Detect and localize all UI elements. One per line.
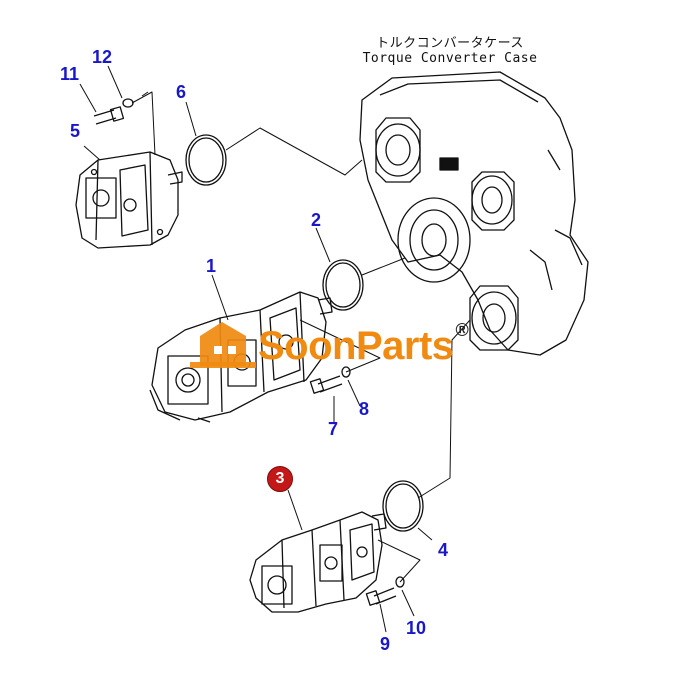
washer-10	[395, 576, 405, 588]
assembly-lines	[131, 91, 471, 583]
washer-8	[341, 366, 351, 378]
callout-7: 7	[328, 419, 339, 439]
bolt-7	[309, 375, 343, 394]
case-label-japanese: トルクコンバータケース	[376, 36, 524, 51]
leader-lines	[79, 65, 433, 633]
callout-8: 8	[359, 399, 370, 419]
callout-4: 4	[438, 540, 449, 560]
brand-text: SoonParts	[258, 323, 454, 368]
pump-5	[75, 151, 183, 249]
o-ring-2	[322, 259, 364, 311]
o-ring-6	[185, 134, 227, 186]
washer-12	[122, 98, 134, 108]
callout-10: 10	[406, 618, 427, 638]
callout-9: 9	[380, 634, 391, 654]
pump-3	[249, 511, 387, 613]
pump-1	[149, 291, 333, 423]
callout-3-highlighted: 3	[267, 466, 293, 492]
torque-converter-case	[359, 71, 589, 356]
callout-1: 1	[206, 256, 217, 276]
callout-11: 11	[60, 64, 80, 84]
o-ring-4	[382, 480, 424, 532]
registered-mark: ®	[455, 320, 469, 340]
brand-house-icon	[190, 322, 256, 368]
callout-6: 6	[176, 82, 187, 102]
bolt-9	[365, 587, 397, 606]
callout-2: 2	[311, 210, 322, 230]
case-label-english: Torque Converter Case	[362, 51, 538, 66]
soonparts-watermark: SoonParts ®	[258, 316, 469, 376]
callout-5: 5	[70, 121, 81, 141]
bolt-11	[93, 106, 125, 125]
callout-12: 12	[92, 47, 113, 67]
